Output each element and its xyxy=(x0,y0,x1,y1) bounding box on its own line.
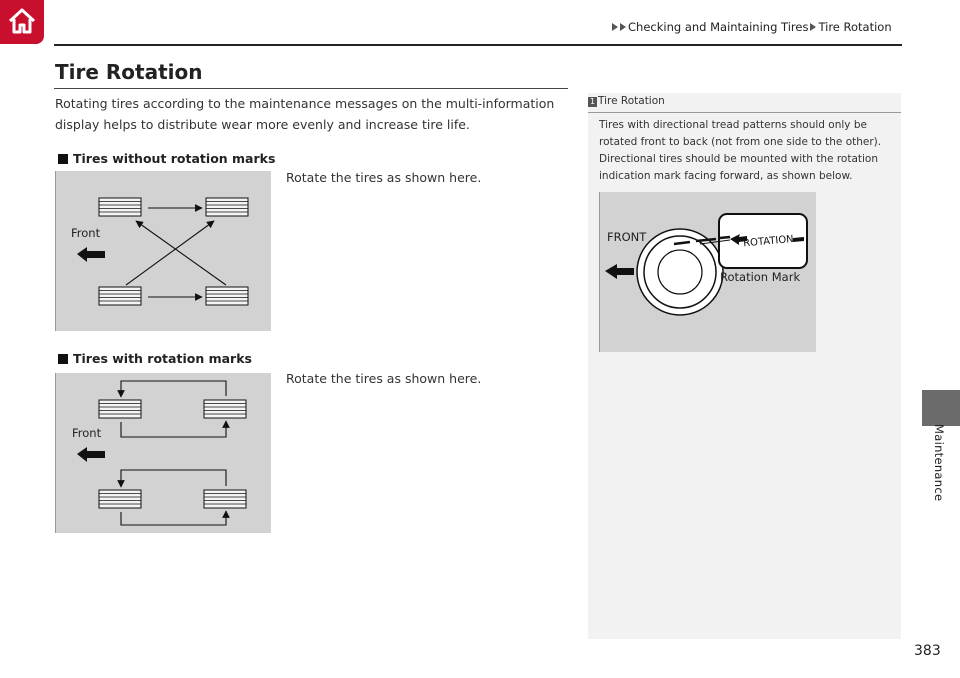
page-number: 383 xyxy=(914,643,941,659)
note-index-badge: 1 xyxy=(588,97,597,107)
breadcrumb: Checking and Maintaining Tires Tire Rotat… xyxy=(612,20,892,34)
section-heading-text: Tires without rotation marks xyxy=(73,151,276,166)
note-panel xyxy=(588,93,901,639)
front-label: Front xyxy=(71,226,101,240)
note-title: Tire Rotation xyxy=(598,95,665,107)
home-button[interactable] xyxy=(0,0,44,44)
page-title: Tire Rotation xyxy=(55,60,203,84)
section-tab[interactable] xyxy=(922,390,960,426)
section-description: Rotate the tires as shown here. xyxy=(286,371,482,386)
rotation-mark-caption: Rotation Mark xyxy=(720,270,801,284)
front-label: Front xyxy=(72,426,102,440)
rotation-mark-text: ROTATION xyxy=(743,234,794,249)
square-bullet-icon xyxy=(58,154,68,164)
breadcrumb-item-checking-tires[interactable]: Checking and Maintaining Tires xyxy=(628,20,809,34)
rotation-arrow-icon xyxy=(730,234,747,245)
breadcrumb-arrow-icon xyxy=(620,23,626,31)
header-divider xyxy=(54,44,902,46)
cross-rotation-illustration xyxy=(77,197,249,306)
section-heading-no-marks: Tires without rotation marks xyxy=(58,151,275,166)
rotation-diagram-front-back: Front xyxy=(55,373,271,533)
intro-paragraph: Rotating tires according to the maintena… xyxy=(55,96,555,132)
tire-rotation-mark-illustration: ROTATION xyxy=(605,213,808,316)
rotation-diagram-cross: Front xyxy=(55,171,271,331)
note-text: Tires with directional tread patterns sh… xyxy=(599,119,882,182)
breadcrumb-item-tire-rotation[interactable]: Tire Rotation xyxy=(818,20,892,34)
section-heading-text: Tires with rotation marks xyxy=(73,351,252,366)
section-heading-with-marks: Tires with rotation marks xyxy=(58,351,252,366)
title-divider xyxy=(54,88,568,89)
square-bullet-icon xyxy=(58,354,68,364)
front-back-rotation-illustration xyxy=(77,380,247,526)
breadcrumb-arrow-icon xyxy=(612,23,618,31)
front-arrow-icon xyxy=(77,447,105,462)
breadcrumb-arrow-icon xyxy=(810,23,817,31)
section-tab-label: Maintenance xyxy=(932,424,946,502)
home-icon xyxy=(8,8,36,34)
figure-front-label: FRONT xyxy=(607,230,647,244)
rotation-mark-figure: ROTATION FRONT Rotation Mark xyxy=(599,192,816,352)
front-arrow-icon xyxy=(77,247,105,262)
section-description: Rotate the tires as shown here. xyxy=(286,170,482,185)
front-arrow-icon xyxy=(605,264,634,279)
